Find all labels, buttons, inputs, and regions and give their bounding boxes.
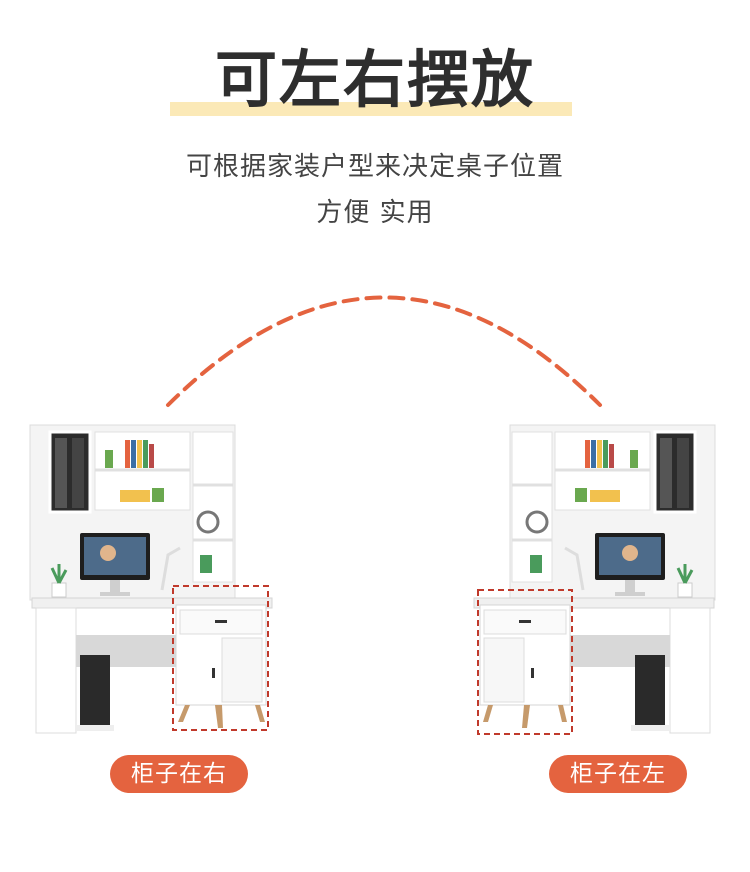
left-cabinet-outline [172,585,269,731]
page-title: 可左右摆放 [214,43,535,116]
title-block: 可左右摆放 [0,40,750,130]
title-highlight-bar [170,102,572,116]
left-desk [29,424,273,734]
swap-arc [166,295,602,407]
subtitle-line-2: 方便 实用 [316,198,434,228]
label-cabinet-right: 柜子在右 [110,755,248,793]
label-cabinet-left: 柜子在左 [549,755,687,793]
subtitle-line-1: 可根据家装户型来决定桌子位置 [185,152,564,182]
right-cabinet-outline [477,589,573,735]
right-desk [473,424,716,735]
